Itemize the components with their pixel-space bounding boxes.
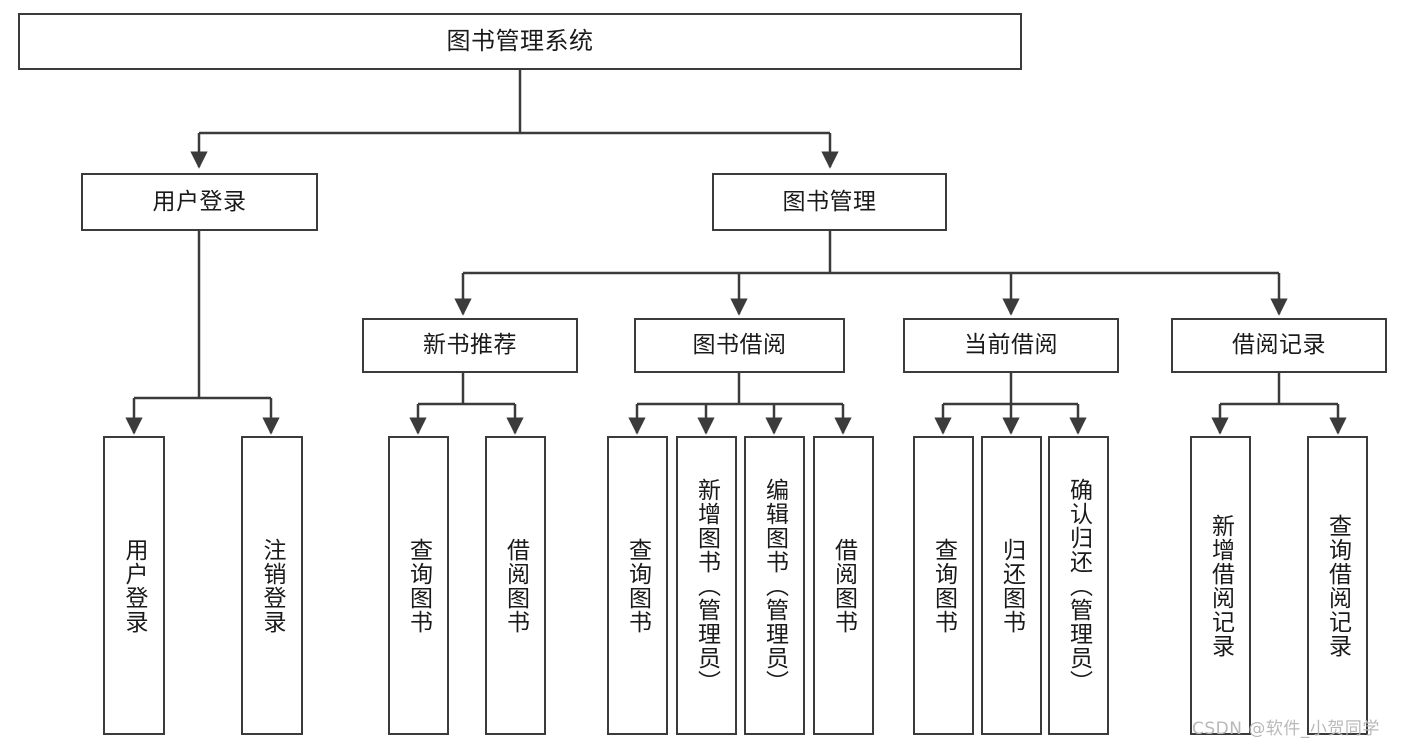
node-current-borrow[interactable]: 当前借阅	[903, 318, 1119, 373]
leaf-return-book[interactable]: 归还图书	[981, 436, 1042, 735]
node-new-book-recommend[interactable]: 新书推荐	[362, 318, 578, 373]
node-label: 用户登录	[121, 537, 148, 634]
node-book-borrow[interactable]: 图书借阅	[634, 318, 845, 373]
node-label: 查询图书	[624, 537, 651, 634]
node-label: 确认归还（管理员）	[1065, 477, 1092, 694]
node-label: 新增图书（管理员）	[693, 477, 720, 694]
node-label: 当前借阅	[964, 332, 1058, 359]
node-label: 编辑图书（管理员）	[761, 477, 788, 694]
node-label: 新增借阅记录	[1207, 513, 1234, 658]
leaf-edit-book-admin[interactable]: 编辑图书（管理员）	[744, 436, 805, 735]
leaf-query-book-borrow[interactable]: 查询图书	[607, 436, 668, 735]
node-label: 查询图书	[405, 537, 432, 634]
leaf-confirm-return-admin[interactable]: 确认归还（管理员）	[1048, 436, 1109, 735]
node-label: 归还图书	[998, 537, 1025, 634]
node-label: 图书借阅	[692, 332, 787, 359]
node-label: 查询图书	[930, 537, 957, 634]
watermark-text: CSDN @软件_小贺同学	[1192, 719, 1380, 739]
node-label: 借阅记录	[1232, 332, 1326, 359]
leaf-borrow-book-recommend[interactable]: 借阅图书	[485, 436, 546, 735]
node-root-system[interactable]: 图书管理系统	[18, 13, 1022, 70]
leaf-add-book-admin[interactable]: 新增图书（管理员）	[676, 436, 737, 735]
leaf-borrow-book[interactable]: 借阅图书	[813, 436, 874, 735]
leaf-query-borrow-record[interactable]: 查询借阅记录	[1307, 436, 1368, 735]
node-label: 图书管理	[782, 188, 877, 215]
node-borrow-record[interactable]: 借阅记录	[1171, 318, 1387, 373]
node-label: 注销登录	[259, 537, 286, 634]
node-label: 用户登录	[152, 188, 247, 215]
node-label: 借阅图书	[830, 537, 857, 634]
leaf-query-book-current[interactable]: 查询图书	[913, 436, 974, 735]
node-label: 借阅图书	[502, 537, 529, 634]
node-label: 查询借阅记录	[1324, 513, 1351, 658]
leaf-add-borrow-record[interactable]: 新增借阅记录	[1190, 436, 1251, 735]
node-label: 新书推荐	[423, 332, 517, 359]
node-book-management[interactable]: 图书管理	[712, 173, 947, 231]
leaf-logout[interactable]: 注销登录	[241, 436, 303, 735]
node-user-login[interactable]: 用户登录	[81, 173, 318, 231]
node-label: 图书管理系统	[446, 26, 594, 55]
leaf-user-login[interactable]: 用户登录	[103, 436, 165, 735]
leaf-query-book-recommend[interactable]: 查询图书	[388, 436, 449, 735]
